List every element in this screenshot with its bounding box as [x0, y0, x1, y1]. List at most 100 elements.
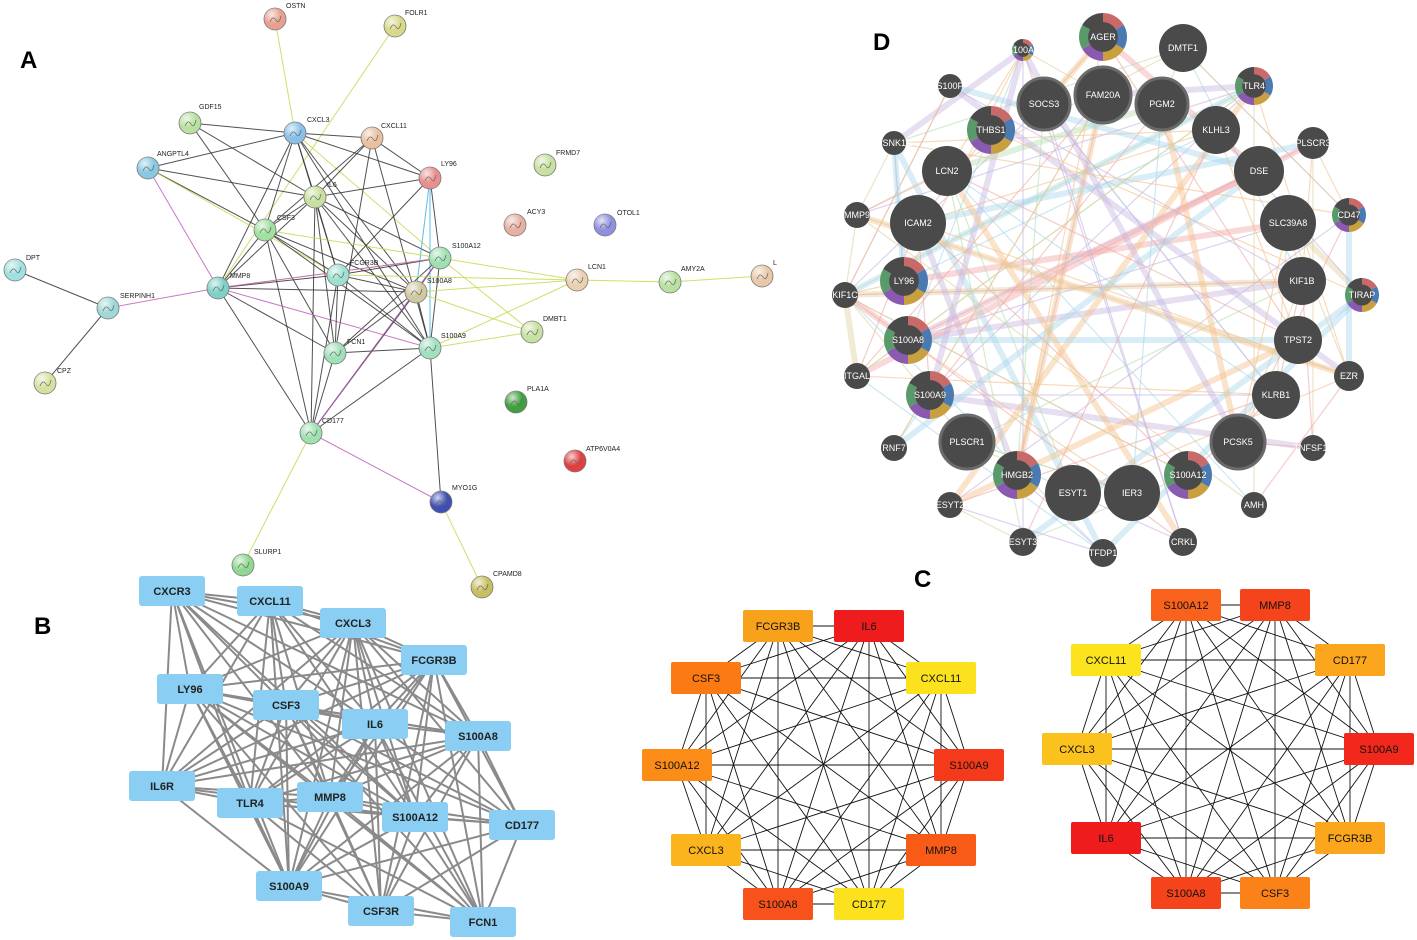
node-c-right-label-cxcl11: CXCL11	[1086, 655, 1127, 667]
edge-csf3-mmp8	[217, 229, 266, 289]
node-c-right-s100a8: S100A8	[1151, 877, 1221, 909]
edge-csf3-tlr4	[249, 704, 287, 804]
edge-d-itgal-kif1c	[842, 294, 860, 377]
node-a-s100a12: S100A12	[428, 243, 481, 270]
edge-cxcl3-cd177	[352, 622, 523, 826]
node-d-label-klrb1: KLRB1	[1262, 390, 1291, 400]
edge-mmp8-csf3r	[329, 796, 382, 912]
edge-d-s100a7-csnk1e	[892, 47, 1025, 146]
node-a-label-frmd7: FRMD7	[556, 150, 580, 157]
node-b-mmp8: MMP8	[297, 782, 363, 812]
node-c-left-label-s100a8: S100A8	[758, 899, 797, 911]
node-d-label-hmgb2: HMGB2	[1001, 470, 1033, 480]
panel-letter-a: A	[20, 47, 37, 74]
node-a-label-cxcl11: CXCL11	[381, 123, 407, 130]
edge-d-pcsk5-pgm2	[1159, 103, 1241, 443]
node-c-left-cxcl11: CXCL11	[906, 662, 976, 694]
edge-gdf15-csf3	[189, 122, 266, 231]
edge-ly96-s100a12	[429, 177, 441, 259]
edge-c-right-1-7	[1274, 604, 1351, 839]
node-d-esyt2: ESYT2	[936, 492, 964, 518]
node-d-dse: DSE	[1234, 146, 1284, 196]
node-c-right-label-il6: IL6	[1098, 833, 1113, 845]
edge-c-right-5-8	[1185, 748, 1380, 894]
node-d-klrb1: KLRB1	[1252, 371, 1300, 419]
node-d-klhl3: KLHL3	[1192, 106, 1240, 154]
edge-s100a12-s100a9	[429, 257, 441, 349]
node-d-label-tpst2: TPST2	[1284, 335, 1312, 345]
node-a-label-dpt: DPT	[26, 255, 41, 262]
node-a-label-cpamd8: CPAMD8	[493, 571, 522, 578]
edge-d-lcn2-esyt1	[946, 170, 1074, 494]
node-a-otol1: OTOL1	[593, 210, 640, 237]
node-a-label-otol1: OTOL1	[617, 210, 640, 217]
node-a-angptl4: ANGPTL4	[136, 151, 189, 180]
node-a-label-atp6v0a4: ATP6V0A4	[586, 446, 620, 453]
node-d-crkl: CRKL	[1169, 528, 1197, 556]
edge-d-klrb1-lcn2	[946, 170, 1277, 396]
node-d-itgal: ITGAL	[844, 363, 870, 389]
edge-cxcl11-il6	[269, 600, 376, 725]
node-d-label-csnk1e: CSNK1E	[876, 138, 912, 148]
edge-c-left-5-6	[705, 764, 970, 851]
node-d-label-dse: DSE	[1250, 166, 1269, 176]
edge-cxcl3-cxcl11	[294, 132, 373, 139]
node-c-left-label-mmp8: MMP8	[925, 845, 957, 857]
node-b-label-csf3: CSF3	[272, 700, 300, 712]
node-b-csf3: CSF3	[253, 690, 319, 720]
node-b-label-fcn1: FCN1	[469, 917, 498, 929]
node-c-left-s100a9: S100A9	[934, 749, 1004, 781]
node-d-label-s100a12: S100A12	[1169, 470, 1206, 480]
edge-d-ly96-klhl3	[903, 129, 1217, 282]
node-b-label-cxcl3: CXCL3	[335, 618, 371, 630]
node-d-label-tirap: TIRAP	[1349, 290, 1376, 300]
node-d-label-tfdp1: TFDP1	[1089, 548, 1118, 558]
node-d-label-itgal: ITGAL	[844, 371, 870, 381]
node-d-cd47: CD47	[1332, 198, 1367, 232]
edge-fcgr3b-ly96	[189, 659, 435, 690]
node-c-right-csf3: CSF3	[1240, 877, 1310, 909]
node-b-cxcl11: CXCL11	[237, 586, 303, 616]
edge-csf3-cd177	[285, 704, 523, 826]
node-d-label-amh: AMH	[1244, 500, 1264, 510]
edge-c-right-1-4	[1076, 604, 1276, 750]
node-a-label-fcn1: FCN1	[347, 339, 365, 346]
node-b-il6r: IL6R	[129, 771, 195, 801]
edge-tlr4-csf3r	[249, 802, 382, 912]
edge-fcgr3b-fcn1	[334, 274, 339, 354]
node-d-s100a12: S100A12	[1164, 451, 1213, 499]
node-a-label-cxcl3: CXCL3	[307, 117, 330, 124]
edge-mmp8-s100a9	[217, 287, 431, 349]
edge-d-s100a12-icam2	[917, 222, 1189, 476]
node-b-csf3r: CSF3R	[348, 896, 414, 926]
edge-s100a12-fcgr3b	[337, 257, 441, 276]
node-d-label-pgm2: PGM2	[1149, 99, 1175, 109]
node-c-right-s100a12: S100A12	[1151, 589, 1221, 621]
node-a-dmbt1: DMBT1	[520, 316, 567, 344]
panel-letter-c: C	[914, 566, 931, 593]
node-c-left-il6: IL6	[834, 610, 904, 642]
edge-s100a8-cxcl3	[352, 622, 479, 737]
edge-s100a8-lcn1	[415, 279, 578, 293]
edge-mmp8-cd177	[217, 287, 312, 434]
node-c-left-s100a12: S100A12	[642, 749, 712, 781]
edge-angptl4-csf3	[147, 167, 266, 231]
edge-il6-csf3r	[374, 723, 382, 912]
node-d-ezr: EZR	[1334, 361, 1364, 391]
node-c-right-il6: IL6	[1071, 822, 1141, 854]
edge-c-left-0-6	[705, 625, 779, 851]
node-a-myo1g: MYO1G	[429, 485, 477, 514]
edge-cxcl3-s100a12	[294, 132, 441, 259]
node-a-cxcl3: CXCL3	[283, 117, 330, 145]
edge-s100a8-fcn1	[334, 291, 417, 354]
node-c-left-label-fcgr3b: FCGR3B	[756, 621, 801, 633]
node-b-label-s100a8: S100A8	[458, 731, 498, 743]
node-a-label-ly96: LY96	[441, 161, 457, 168]
node-a-gdf15: GDF15	[178, 104, 222, 135]
node-b-cxcr3: CXCR3	[139, 576, 205, 606]
node-d-label-cd47: CD47	[1337, 210, 1360, 220]
edge-csf3-fcgr3b	[264, 229, 339, 276]
edge-d-kif1b-s100a8	[907, 278, 1303, 343]
